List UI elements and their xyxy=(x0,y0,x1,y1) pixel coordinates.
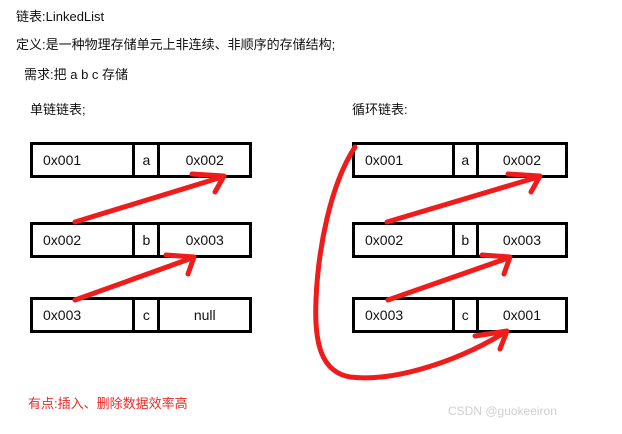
node-box: 0x002 b 0x003 xyxy=(30,222,252,258)
requirement-text: 需求:把 a b c 存储 xyxy=(24,67,129,82)
node-value-cell: c xyxy=(451,300,479,330)
node-next-cell: 0x001 xyxy=(502,307,542,323)
node-next-cell: null xyxy=(193,307,216,323)
node-box: 0x003 c null xyxy=(30,297,252,333)
node-box: 0x003 c 0x001 xyxy=(352,297,568,333)
node-next-cell: 0x002 xyxy=(185,152,224,168)
node-address-cell: 0x001 xyxy=(43,152,82,168)
pointer-arrow-left-2 xyxy=(72,252,197,303)
page-title: 链表:LinkedList xyxy=(16,9,105,24)
node-value-cell: c xyxy=(132,300,161,330)
node-value-cell: a xyxy=(132,145,161,175)
node-value-cell: a xyxy=(451,145,479,175)
node-address-cell: 0x002 xyxy=(365,232,404,248)
node-address-cell: 0x003 xyxy=(365,307,404,323)
watermark: CSDN @guokeeiron xyxy=(448,404,557,418)
node-box: 0x002 b 0x003 xyxy=(352,222,568,258)
node-box: 0x001 a 0x002 xyxy=(352,142,568,178)
pointer-arrow-right-2 xyxy=(385,252,513,303)
node-box: 0x001 a 0x002 xyxy=(30,142,252,178)
node-address-cell: 0x003 xyxy=(43,307,82,323)
advantage-text: 有点:插入、删除数据效率高 xyxy=(28,396,188,411)
node-next-cell: 0x003 xyxy=(502,232,542,248)
node-value-cell: b xyxy=(451,225,479,255)
circular-linked-list-label: 循环链表: xyxy=(352,102,408,117)
node-next-cell: 0x002 xyxy=(502,152,542,168)
pointer-arrow-left-1 xyxy=(72,171,227,225)
node-next-cell: 0x003 xyxy=(185,232,224,248)
pointer-arrow-right-1 xyxy=(384,171,543,225)
single-linked-list-label: 单链链表; xyxy=(30,102,86,117)
node-value-cell: b xyxy=(132,225,161,255)
pointer-arrow-circular-wrap xyxy=(313,144,510,381)
node-address-cell: 0x002 xyxy=(43,232,82,248)
definition-text: 定义:是一种物理存储单元上非连续、非顺序的存储结构; xyxy=(16,37,336,52)
node-address-cell: 0x001 xyxy=(365,152,404,168)
